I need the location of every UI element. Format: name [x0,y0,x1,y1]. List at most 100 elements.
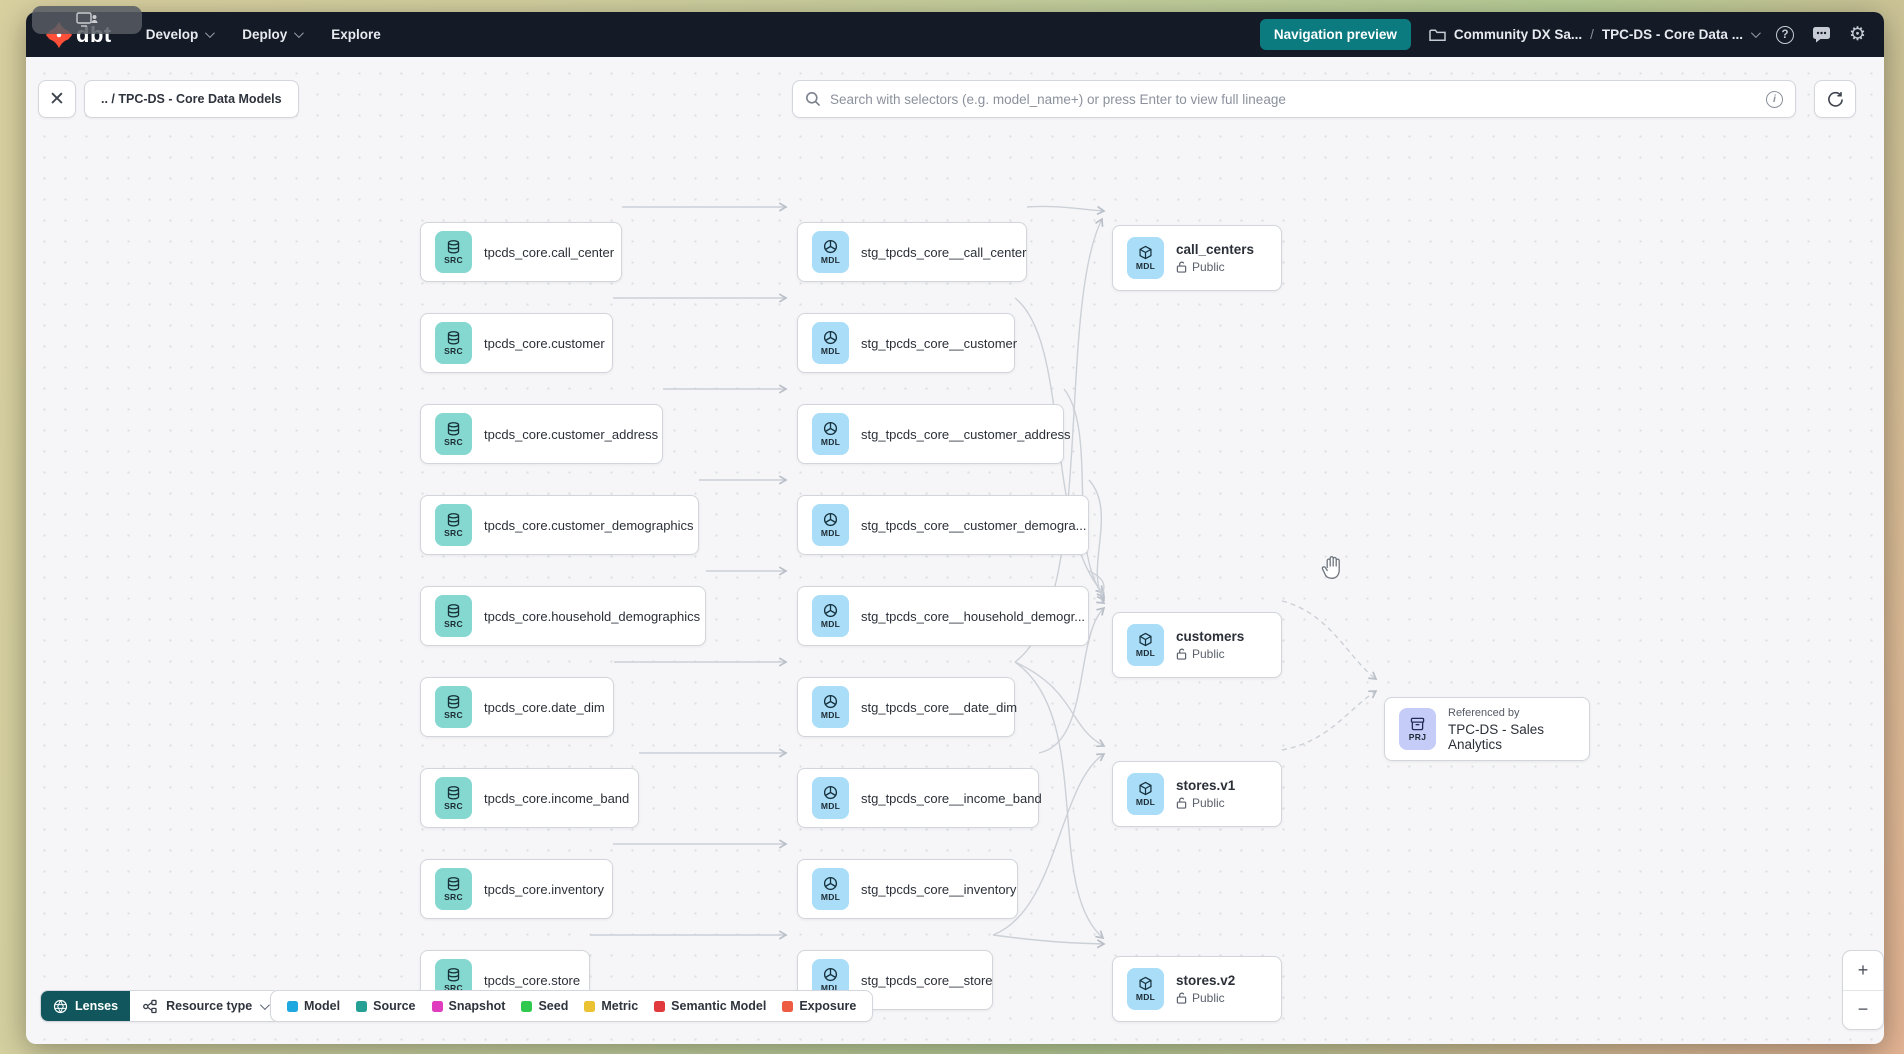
model-node[interactable]: MDL stg_tpcds_core__call_center [797,222,1027,282]
lock-open-icon [1176,992,1187,1004]
lenses-button[interactable]: Lenses [41,991,131,1021]
project-reference-node[interactable]: PRJ Referenced by TPC-DS - Sales Analyti… [1384,697,1590,761]
model-icon: MDL [812,504,849,546]
refresh-icon [1827,91,1843,107]
model-swatch [287,1000,298,1012]
zoom-controls: + − [1842,950,1884,1030]
lock-open-icon [1176,648,1187,660]
model-icon: MDL [812,686,849,728]
legend-item-semantic-model: Semantic Model [654,999,766,1013]
public-model-node[interactable]: MDL stores.v1 Public [1112,761,1282,827]
access-badge: Public [1176,796,1235,810]
lineage-search[interactable]: i [792,80,1796,118]
source-node[interactable]: SRC tpcds_core.customer [420,313,613,373]
chevron-down-icon [1750,28,1761,39]
source-node[interactable]: SRC tpcds_core.date_dim [420,677,614,737]
legend-item-metric: Metric [584,999,638,1013]
lineage-toolbar: ✕ .. / TPC-DS - Core Data Models i [26,80,1884,120]
model-node[interactable]: MDL stg_tpcds_core__customer_demogra... [797,495,1089,555]
lens-controls: Lenses Resource type [40,990,281,1022]
legend-item-source: Source [356,999,416,1013]
lock-open-icon [1176,261,1187,273]
chevron-down-icon [205,28,216,39]
model-icon: MDL [812,595,849,637]
model-icon: MDL [1127,237,1164,279]
source-node[interactable]: SRC tpcds_core.customer_demographics [420,495,699,555]
screen-share-indicator [32,6,142,34]
breadcrumb[interactable]: Community DX Sa... / TPC-DS - Core Data … [1429,27,1761,42]
zoom-in-button[interactable]: + [1843,951,1883,991]
legend-item-model: Model [287,999,340,1013]
close-lineage-button[interactable]: ✕ [38,80,76,118]
public-model-node[interactable]: MDL customers Public [1112,612,1282,678]
snapshot-swatch [431,1000,443,1012]
lens-icon [53,999,68,1013]
model-icon: MDL [812,413,849,455]
model-node[interactable]: MDL stg_tpcds_core__income_band [797,768,1042,828]
folder-icon [1429,28,1446,41]
resource-type-dropdown[interactable]: Resource type [130,991,280,1021]
settings-gear-icon[interactable]: ⚙ [1848,24,1866,45]
model-icon: MDL [812,231,849,273]
model-node[interactable]: MDL stg_tpcds_core__customer_address [797,404,1071,464]
source-swatch [356,1000,368,1012]
legend-item-snapshot: Snapshot [431,999,505,1013]
model-node[interactable]: MDL stg_tpcds_core__inventory [797,859,1018,919]
monitor-icon [76,12,98,27]
model-node[interactable]: MDL stg_tpcds_core__date_dim [797,677,1017,737]
lineage-canvas[interactable]: SRC tpcds_core.call_center SRC tpcds_cor… [26,57,1884,1044]
search-icon [806,92,821,107]
primary-nav: Develop Deploy Explore [146,27,381,42]
resource-type-icon [143,999,157,1013]
zoom-out-button[interactable]: − [1857,999,1869,1020]
source-icon: SRC [435,231,472,273]
feedback-icon[interactable] [1812,26,1831,43]
seed-swatch [521,1000,533,1012]
source-icon: SRC [435,595,472,637]
model-icon: MDL [812,777,849,819]
refresh-button[interactable] [1814,80,1856,118]
source-icon: SRC [435,868,472,910]
public-model-node[interactable]: MDL stores.v2 Public [1112,956,1282,1022]
source-icon: SRC [435,322,472,364]
source-node[interactable]: SRC tpcds_core.customer_address [420,404,663,464]
source-icon: SRC [435,686,472,728]
search-input[interactable] [830,91,1757,107]
source-node[interactable]: SRC tpcds_core.income_band [420,768,639,828]
model-icon: MDL [1127,624,1164,666]
legend-item-exposure: Exposure [782,999,856,1013]
help-icon[interactable]: ? [1775,25,1794,44]
access-badge: Public [1176,647,1244,661]
breadcrumb-page[interactable]: TPC-DS - Core Data ... [1601,27,1743,42]
nav-deploy[interactable]: Deploy [242,27,305,42]
lock-open-icon [1176,797,1187,809]
chevron-down-icon [294,28,305,39]
source-icon: SRC [435,777,472,819]
source-node[interactable]: SRC tpcds_core.household_demographics [420,586,706,646]
nav-develop[interactable]: Develop [146,27,216,42]
source-icon: SRC [435,504,472,546]
legend-item-seed: Seed [521,999,568,1013]
source-icon: SRC [435,413,472,455]
top-navigation-bar: dbt Develop Deploy Explore Navigation pr… [26,12,1884,57]
model-node[interactable]: MDL stg_tpcds_core__household_demogr... [797,586,1089,646]
navigation-preview-button[interactable]: Navigation preview [1259,19,1411,50]
metric-swatch [584,1000,596,1012]
access-badge: Public [1176,260,1254,274]
app-window: dbt Develop Deploy Explore Navigation pr… [26,12,1884,1044]
source-node[interactable]: SRC tpcds_core.inventory [420,859,613,919]
exposure-swatch [782,1000,794,1012]
model-icon: MDL [1127,968,1164,1010]
topbar-right-cluster: Navigation preview Community DX Sa... / … [1259,19,1866,50]
model-icon: MDL [812,868,849,910]
breadcrumb-project[interactable]: Community DX Sa... [1453,27,1583,42]
info-icon[interactable]: i [1766,90,1783,108]
model-node[interactable]: MDL stg_tpcds_core__customer [797,313,1017,373]
lineage-breadcrumb-chip[interactable]: .. / TPC-DS - Core Data Models [84,80,299,118]
close-icon: ✕ [49,88,65,110]
model-icon: MDL [1127,773,1164,815]
source-node[interactable]: SRC tpcds_core.call_center [420,222,622,282]
public-model-node[interactable]: MDL call_centers Public [1112,225,1282,291]
nav-explore[interactable]: Explore [331,27,381,42]
chevron-down-icon [260,999,271,1010]
